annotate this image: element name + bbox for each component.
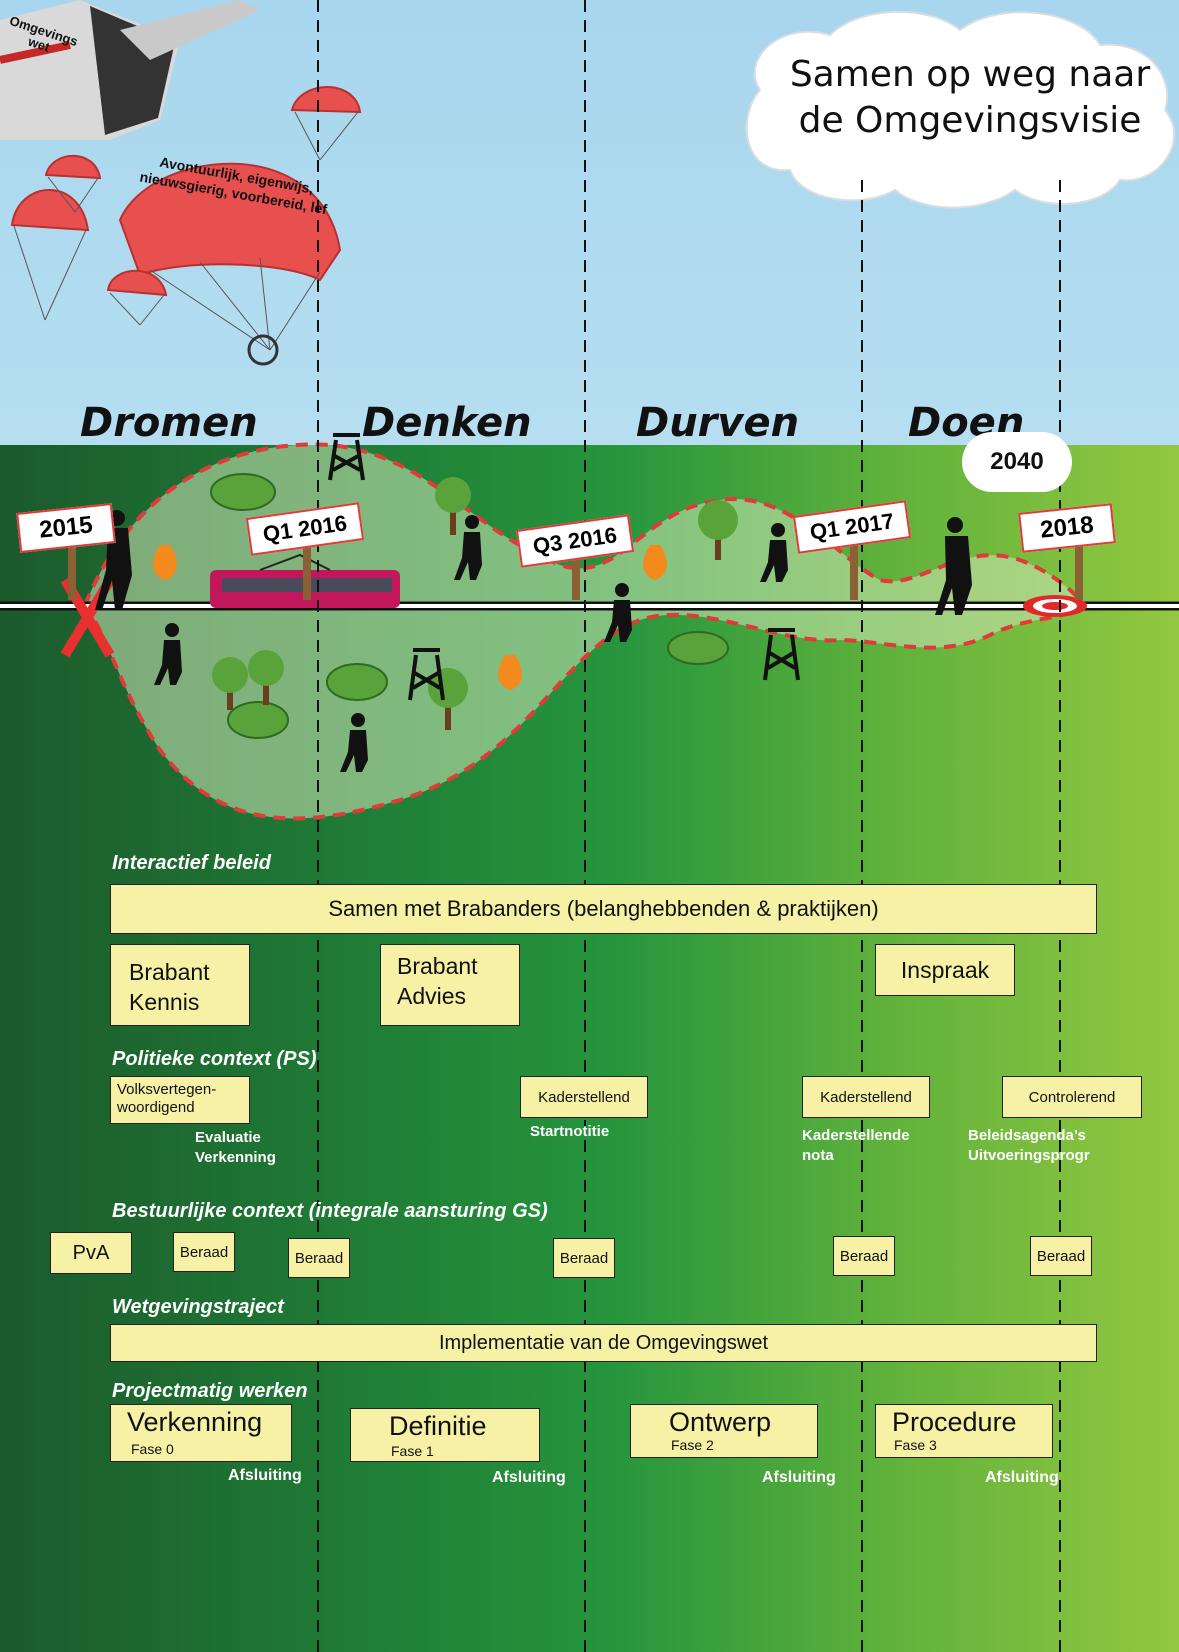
phase-dromen: Dromen [80, 400, 258, 446]
heading-wetgeving: Wetgevingstraject [112, 1296, 284, 1318]
heading-project: Projectmatig werken [112, 1380, 308, 1402]
box-pva: PvA [50, 1232, 132, 1274]
heading-politiek: Politieke context (PS) [112, 1048, 317, 1070]
fase-name: Verkenning [127, 1407, 263, 1437]
trees [212, 477, 738, 730]
target-icon [1023, 595, 1087, 617]
bar-implementatie: Implementatie van de Omgevingswet [110, 1324, 1097, 1362]
box-controlerend: Controlerend [1002, 1076, 1142, 1118]
title-cloud [745, 10, 1176, 209]
heading-interactief: Interactief beleid [112, 852, 271, 874]
fase-name: Ontwerp [669, 1407, 772, 1437]
campfires [153, 545, 667, 690]
box-beraad-2: Beraad [288, 1238, 350, 1278]
diagram-title: Samen op weg naar de Omgevingsvisie [770, 52, 1170, 144]
note-nota: nota [802, 1147, 834, 1164]
box-fase-ontwerp: Ontwerp Fase 2 [630, 1404, 818, 1458]
note-evaluatie: Evaluatie [195, 1129, 261, 1146]
note-verkenning: Verkenning [195, 1149, 276, 1166]
box-kaderstellend-2: Kaderstellend [802, 1076, 930, 1118]
heading-bestuurlijk: Bestuurlijke context (integrale aansturi… [112, 1200, 548, 1222]
fase-number: Fase 0 [131, 1441, 174, 1457]
label-afsluiting-3: Afsluiting [985, 1469, 1059, 1486]
note-kaderstellende: Kaderstellende [802, 1127, 910, 1144]
fase-name: Procedure [892, 1407, 1017, 1437]
phase-denken: Denken [362, 400, 532, 446]
label-afsluiting-0: Afsluiting [228, 1467, 302, 1484]
box-beraad-4: Beraad [833, 1236, 895, 1276]
note-startnotitie: Startnotitie [530, 1123, 610, 1140]
label-afsluiting-1: Afsluiting [492, 1469, 566, 1486]
box-brabant-advies: Brabant Advies [380, 944, 520, 1026]
fase-name: Definitie [389, 1411, 487, 1441]
box-volksvertegenwoordigend: Volksvertegen-woordigend [110, 1076, 250, 1124]
title-line-1: Samen op weg naar [789, 54, 1151, 95]
parachutes [10, 86, 362, 297]
box-beraad-1: Beraad [173, 1232, 235, 1272]
label-afsluiting-2: Afsluiting [762, 1469, 836, 1486]
fase-number: Fase 3 [894, 1437, 937, 1453]
box-beraad-5: Beraad [1030, 1236, 1092, 1276]
fase-number: Fase 1 [391, 1443, 434, 1459]
bar-samen-met-brabanders: Samen met Brabanders (belanghebbenden & … [110, 884, 1097, 934]
phase-durven: Durven [636, 400, 800, 446]
horizon-bubble: 2040 [962, 432, 1072, 492]
sign-posts [68, 540, 1083, 600]
phase-dividers [317, 0, 1061, 1652]
box-fase-verkenning: Verkenning Fase 0 [110, 1404, 292, 1462]
box-fase-procedure: Procedure Fase 3 [875, 1404, 1053, 1458]
watchtowers [328, 433, 800, 701]
box-beraad-3: Beraad [553, 1238, 615, 1278]
box-inspraak: Inspraak [875, 944, 1015, 996]
note-beleidsagendas: Beleidsagenda’s [968, 1127, 1086, 1144]
hikers [95, 510, 972, 772]
bushes [210, 473, 729, 739]
title-line-2: de Omgevingsvisie [798, 100, 1142, 141]
note-uitvoeringsprogr: Uitvoeringsprogr [968, 1147, 1090, 1164]
box-brabant-kennis: Brabant Kennis [110, 944, 250, 1026]
fase-number: Fase 2 [671, 1437, 714, 1453]
box-fase-definitie: Definitie Fase 1 [350, 1408, 540, 1462]
box-kaderstellend-1: Kaderstellend [520, 1076, 648, 1118]
